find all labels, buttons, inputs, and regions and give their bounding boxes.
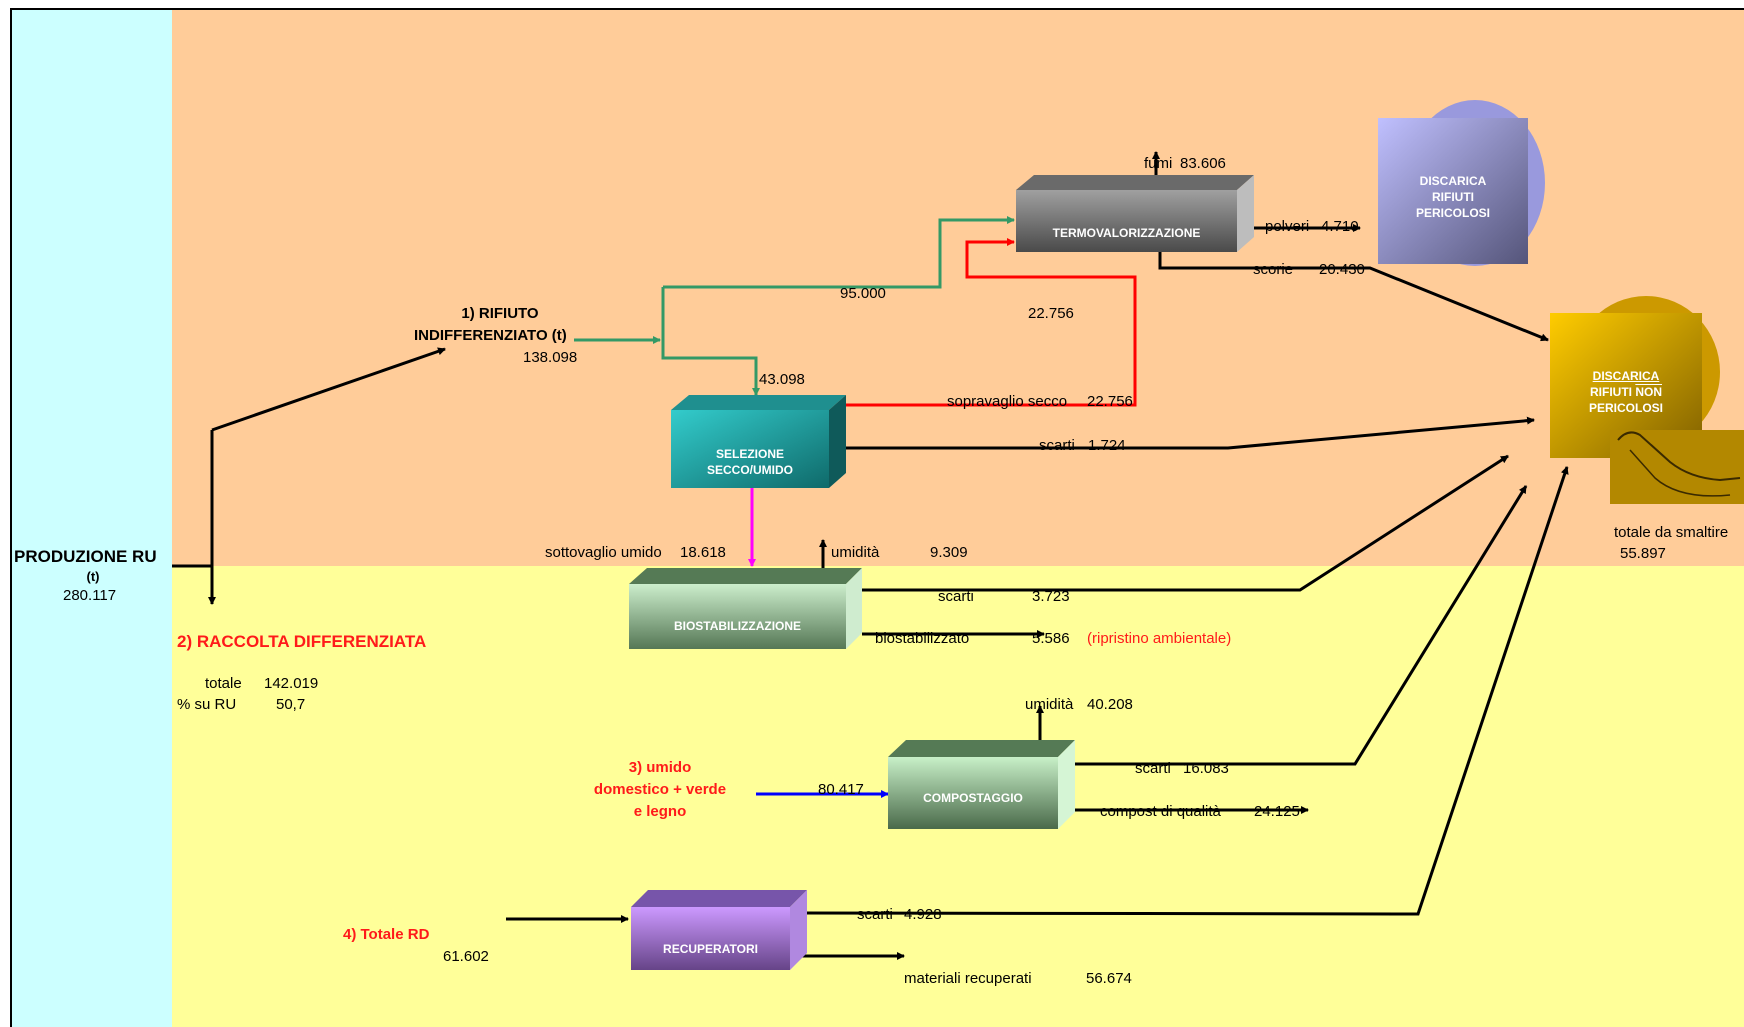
dn-line1: DISCARICA (1550, 368, 1702, 384)
recuperatori-label: RECUPERATORI (631, 941, 790, 957)
selezione-label: SELEZIONE SECCO/UMIDO (671, 446, 829, 478)
production-title: PRODUZIONE RU (14, 548, 157, 566)
dp-line1: DISCARICA (1378, 173, 1528, 189)
selezione-line2: SECCO/UMIDO (671, 462, 829, 478)
raccolta-title: 2) RACCOLTA DIFFERENZIATA (177, 633, 426, 651)
umido-line2: domestico + verde (580, 779, 740, 801)
flow-to-selezione-value: 43.098 (759, 371, 805, 389)
indifferenziato-line2: INDIFFERENZIATO (t) (414, 327, 567, 345)
compost-value: 24.125 (1254, 803, 1300, 821)
totale-rd-title: 4) Totale RD (343, 926, 429, 944)
compost-box-shape (888, 740, 1075, 829)
polveri-label: polveri (1265, 218, 1309, 236)
smaltire-label: totale da smaltire (1614, 524, 1728, 542)
scarti-comp-value: 16.083 (1183, 760, 1229, 778)
dp-line3: PERICOLOSI (1378, 205, 1528, 221)
umido-domestico-label: 3) umido domestico + verde e legno (580, 757, 740, 823)
sopravaglio-value: 22.756 (1087, 393, 1133, 411)
scarti-bio-value: 3.723 (1032, 588, 1070, 606)
sopravaglio-label: sopravaglio secco (947, 393, 1067, 411)
fumi-label: fumi (1144, 155, 1172, 173)
scarti-selezione-label: scarti (1039, 437, 1075, 455)
biostab-label: biostabilizzato (875, 630, 969, 648)
smaltire-value: 55.897 (1620, 545, 1666, 563)
scarti-selezione-value: 1.724 (1088, 437, 1126, 455)
selezione-line1: SELEZIONE (671, 446, 829, 462)
dp-line2: RIFIUTI (1378, 189, 1528, 205)
green-flows (574, 220, 1014, 395)
umidita-bio-label: umidità (831, 544, 879, 562)
scorie-label: scorie (1253, 261, 1293, 279)
scarti-rec-value: 4.928 (904, 906, 942, 924)
umido-line1: 3) umido (580, 757, 740, 779)
raccolta-totale-label: totale (205, 675, 242, 693)
dn-line2a-text: RIFIUTI (1590, 385, 1635, 399)
to-comp-value: 80.417 (818, 781, 864, 799)
sottovaglio-label: sottovaglio umido (545, 544, 662, 562)
polveri-value: 4.710 (1321, 218, 1359, 236)
compostaggio-label: COMPOSTAGGIO (888, 790, 1058, 806)
materiali-label: materiali recuperati (904, 970, 1032, 988)
materiali-value: 56.674 (1086, 970, 1132, 988)
compost-label: compost di qualità (1100, 803, 1221, 821)
scorie-value: 20.430 (1319, 261, 1365, 279)
production-value: 280.117 (63, 587, 116, 605)
discarica-pericolosi-label: DISCARICA RIFIUTI PERICOLOSI (1378, 173, 1528, 221)
raccolta-totale-value: 142.019 (264, 675, 318, 693)
scarti-rec-label: scarti (857, 906, 893, 924)
scarti-comp-label: scarti (1135, 760, 1171, 778)
raccolta-percent-label: % su RU (177, 696, 236, 714)
flow-to-termo-value: 95.000 (840, 285, 886, 303)
red-flows (846, 242, 1135, 405)
recuperatori-box-shape (631, 890, 807, 970)
biostab-value: 5.586 (1032, 630, 1070, 648)
dn-line2b-text: NON (1635, 385, 1662, 399)
biostabilizzazione-label: BIOSTABILIZZAZIONE (629, 618, 846, 634)
umidita-comp-value: 40.208 (1087, 696, 1133, 714)
fumi-value: 83.606 (1180, 155, 1226, 173)
sopravaglio-back-value: 22.756 (1028, 305, 1074, 323)
indifferenziato-value: 138.098 (523, 349, 577, 367)
production-unit: (t) (78, 568, 108, 586)
dn-line3: PERICOLOSI (1550, 400, 1702, 416)
dn-line2: RIFIUTI NON (1550, 384, 1702, 400)
dn-line1-text: DISCARICA (1593, 369, 1660, 383)
raccolta-percent-value: 50,7 (276, 696, 305, 714)
scarti-bio-label: scarti (938, 588, 974, 606)
totale-rd-value: 61.602 (443, 948, 489, 966)
umido-line3: e legno (580, 801, 740, 823)
ripristino-label: (ripristino ambientale) (1087, 630, 1231, 648)
sottovaglio-value: 18.618 (680, 544, 726, 562)
discarica-non-pericolosi-label: DISCARICA RIFIUTI NON PERICOLOSI (1550, 368, 1702, 416)
umidita-comp-label: umidità (1025, 696, 1073, 714)
biostab-box-shape (629, 568, 862, 649)
umidita-bio-value: 9.309 (930, 544, 968, 562)
termovalorizzazione-label: TERMOVALORIZZAZIONE (1016, 225, 1237, 241)
indifferenziato-line1: 1) RIFIUTO (410, 305, 590, 323)
